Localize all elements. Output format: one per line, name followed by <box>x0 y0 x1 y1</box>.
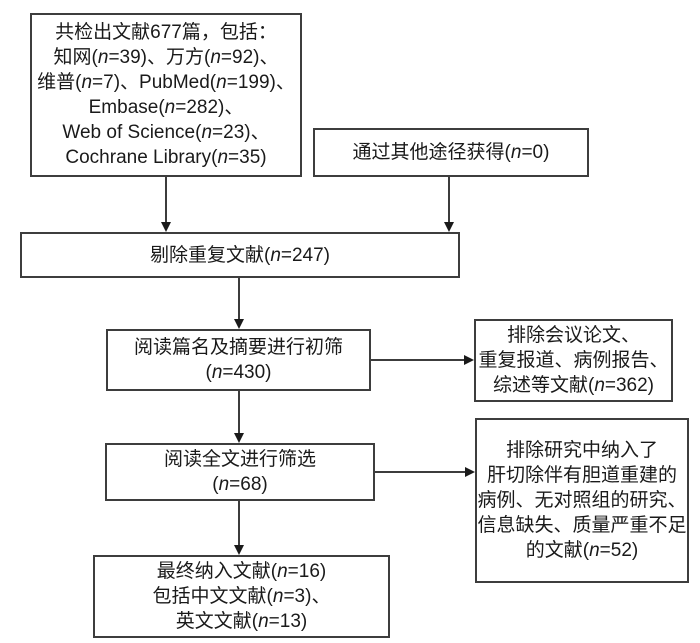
arrow-line <box>371 359 465 361</box>
arrow-line <box>238 391 240 434</box>
text-line: 肝切除伴有胆道重建的 <box>486 465 677 486</box>
arrowhead-down-icon <box>234 545 244 555</box>
text-line: 最终纳入文献(n=16) <box>156 561 327 582</box>
text-line: 共检出文献677篇，包括： <box>55 22 277 43</box>
box-title-abstract-screening: 阅读篇名及摘要进行初筛 (n=430) <box>106 329 371 391</box>
text-line: 病例、无对照组的研究、 <box>477 490 687 511</box>
box-excluded-after-fulltext: 排除研究中纳入了肝切除伴有胆道重建的病例、无对照组的研究、信息缺失、质量严重不足… <box>475 418 689 583</box>
text-line: 剔除重复文献(n=247) <box>149 244 331 266</box>
arrowhead-down-icon <box>161 222 171 232</box>
arrow-line <box>375 471 466 473</box>
arrowhead-down-icon <box>234 319 244 329</box>
arrowhead-down-icon <box>234 433 244 443</box>
box-excluded-after-screening: 排除会议论文、重复报道、病例报告、综述等文献(n=362) <box>474 319 673 402</box>
text-line: Web of Science(n=23)、 <box>62 122 270 143</box>
text-line: Embase(n=282)、 <box>88 97 244 118</box>
arrow-line <box>165 177 167 223</box>
text-line: 英文文献(n=13) <box>175 611 308 632</box>
text-line: 排除会议论文、 <box>506 325 640 346</box>
text-line: Cochrane Library(n=35) <box>65 147 267 168</box>
box-duplicates-removed: 剔除重复文献(n=247) <box>20 232 460 278</box>
arrowhead-down-icon <box>444 222 454 232</box>
text-line: 包括中文文献(n=3)、 <box>152 586 331 607</box>
arrowhead-right-icon <box>465 467 475 477</box>
text-line: 重复报道、病例报告、 <box>478 350 669 371</box>
arrow-line <box>238 501 240 546</box>
text-line: (n=68) <box>212 474 268 495</box>
text-line: 信息缺失、质量严重不足 <box>477 515 687 536</box>
box-other-sources: 通过其他途径获得(n=0) <box>313 128 589 177</box>
box-final-included: 最终纳入文献(n=16) 包括中文文献(n=3)、英文文献(n=13) <box>93 555 390 638</box>
text-line: 通过其他途径获得(n=0) <box>352 142 550 163</box>
text-line: 知网(n=39)、万方(n=92)、 <box>53 47 279 68</box>
text-line: (n=430) <box>205 362 272 383</box>
box-fulltext-screening: 阅读全文进行筛选 (n=68) <box>105 443 375 501</box>
text-line: 维普(n=7)、PubMed(n=199)、 <box>37 72 295 93</box>
arrowhead-right-icon <box>464 355 474 365</box>
arrow-line <box>448 177 450 223</box>
text-line: 阅读篇名及摘要进行初筛 <box>133 337 343 358</box>
text-line: 阅读全文进行筛选 <box>163 449 316 470</box>
text-line: 排除研究中纳入了 <box>505 440 658 461</box>
arrow-line <box>238 278 240 320</box>
box-records-identified: 共检出文献677篇，包括： 知网(n=39)、万方(n=92)、维普(n=7)、P… <box>30 13 302 177</box>
text-line: 的文献(n=52) <box>525 540 639 561</box>
text-line: 综述等文献(n=362) <box>492 375 655 396</box>
